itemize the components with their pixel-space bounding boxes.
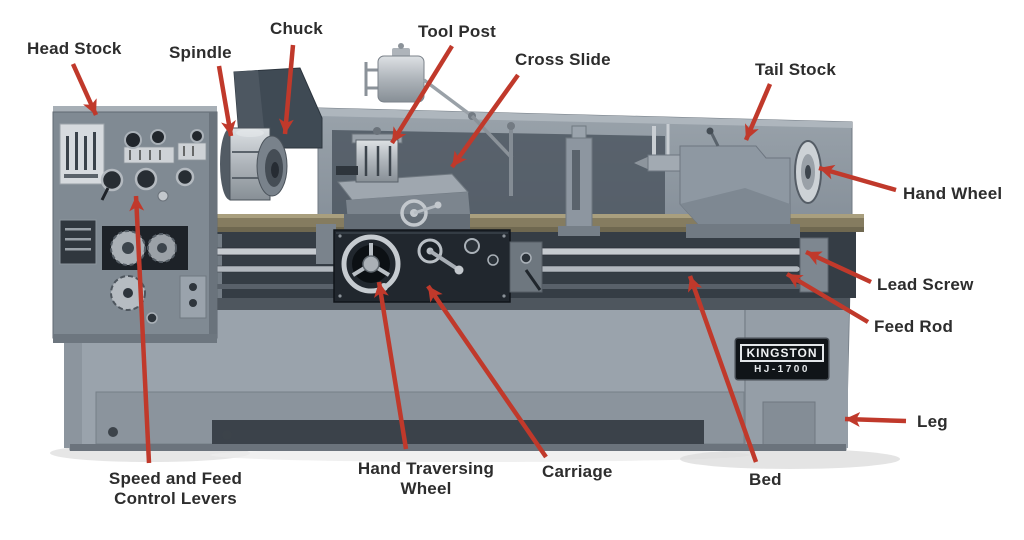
nameplate: KINGSTON HJ-1700 [735, 338, 829, 380]
feed-lever-knob [134, 167, 158, 191]
label-lead-screw: Lead Screw [877, 275, 974, 294]
label-bed: Bed [749, 470, 782, 489]
label-chuck: Chuck [270, 19, 323, 38]
label-hand-traversing-wheel: Hand Traversing Wheel [357, 459, 495, 499]
leg-arrow [844, 411, 907, 427]
tail-stock-arrow [743, 83, 773, 141]
hand-traversing-wheel-arrow [373, 281, 409, 450]
speed-feed-control-levers-arrow [129, 195, 152, 464]
base-part [63, 284, 851, 451]
label-feed-rod: Feed Rod [874, 317, 954, 336]
label-speed-feed-control-levers: Speed and Feed Control Levers [108, 469, 243, 509]
tailstock-part [634, 127, 822, 238]
spindle-arrow [216, 65, 236, 137]
feed-rod-arrow [785, 272, 870, 324]
headstock-part [52, 106, 218, 343]
label-hand-wheel: Hand Wheel [903, 184, 1003, 203]
bed-arrow [687, 275, 759, 463]
head-stock-arrow [70, 63, 99, 116]
label-carriage: Carriage [542, 462, 613, 481]
carriage-arrow [426, 284, 548, 459]
label-spindle: Spindle [169, 43, 232, 62]
label-cross-slide: Cross Slide [515, 50, 611, 69]
label-leg: Leg [917, 412, 948, 431]
lamp-part [364, 43, 515, 196]
hand-traversing-wheel-part [341, 234, 401, 294]
lead-screw-arrow [805, 249, 872, 285]
label-tool-post: Tool Post [418, 22, 496, 41]
label-head-stock: Head Stock [27, 39, 122, 58]
nameplate-model: HJ-1700 [754, 363, 810, 375]
carriage-part [316, 127, 543, 303]
chuck-part [220, 67, 323, 201]
label-tail-stock: Tail Stock [755, 60, 837, 79]
nameplate-brand: KINGSTON [740, 343, 824, 362]
speed-lever-knob [100, 168, 124, 192]
hand-wheel-arrow [818, 164, 897, 193]
annotation-arrows [70, 44, 907, 464]
tool-post-arrow [390, 44, 454, 145]
steady-rest-part [558, 125, 600, 236]
cross-slide-arrow [450, 73, 520, 169]
chuck-arrow [278, 44, 296, 135]
